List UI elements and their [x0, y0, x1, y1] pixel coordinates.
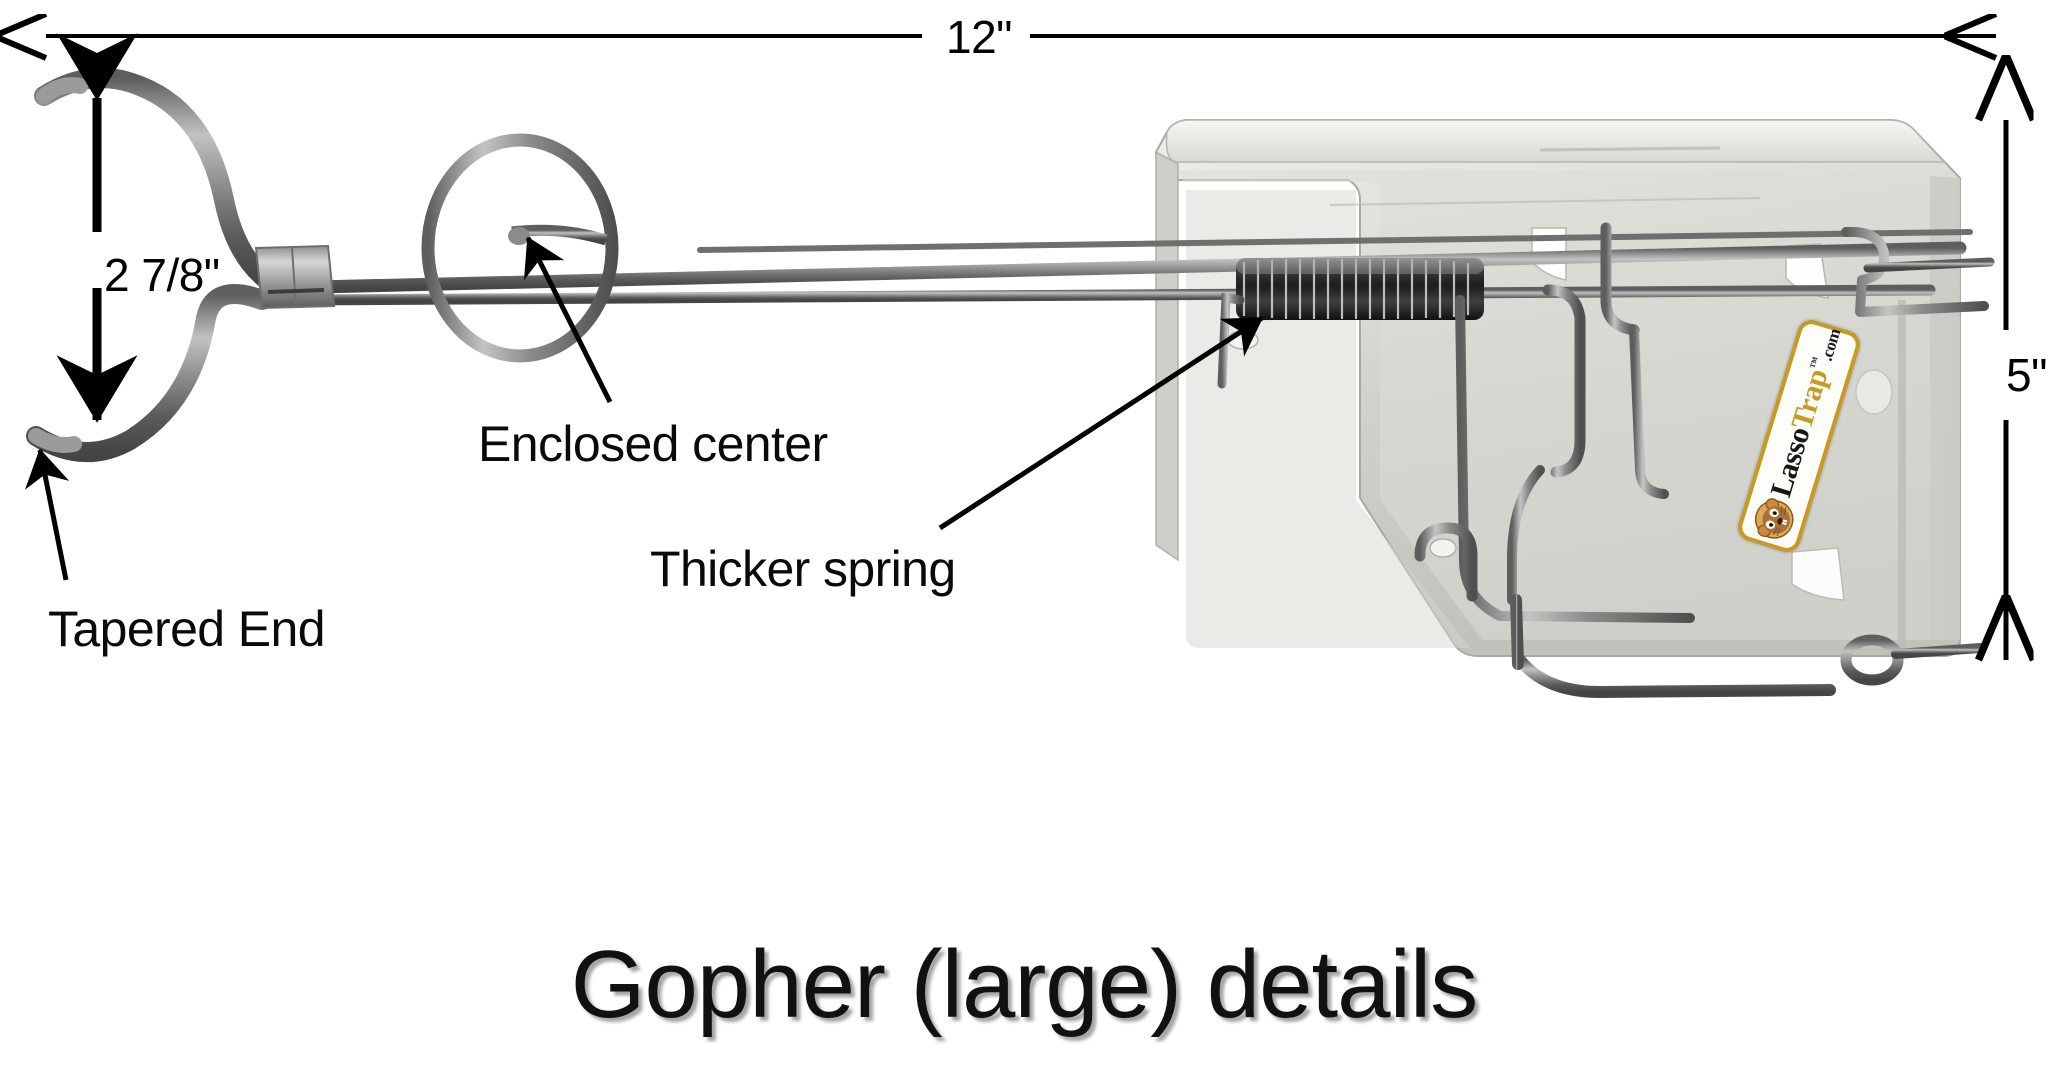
collar-ferrule	[254, 244, 336, 310]
leader-tapered-end	[24, 448, 70, 581]
dimension-label-jaw-opening: 2 7/8"	[104, 249, 220, 301]
trap-rods	[267, 229, 1973, 306]
brand-sticker: LassoTrap™.com	[1734, 316, 1864, 556]
coil-spring	[1217, 258, 1554, 389]
gopher-mascot-icon	[1754, 498, 1794, 539]
enclosed-center-ring	[421, 133, 619, 363]
leader-thicker-spring	[938, 315, 1264, 531]
page-title: Gopher (large) details	[570, 931, 1478, 1038]
leader-lines	[24, 236, 1264, 581]
dimension-label-overall-length: 12"	[946, 11, 1013, 63]
dimension-label-overall-height: 5"	[2006, 349, 2047, 401]
callout-label-enclosed-center: Enclosed center	[478, 416, 828, 472]
callout-label-thicker-spring: Thicker spring	[650, 541, 956, 597]
trigger-wires	[1414, 222, 1995, 698]
leader-enclosed-center	[523, 236, 613, 404]
callout-label-tapered-end: Tapered End	[48, 601, 326, 657]
